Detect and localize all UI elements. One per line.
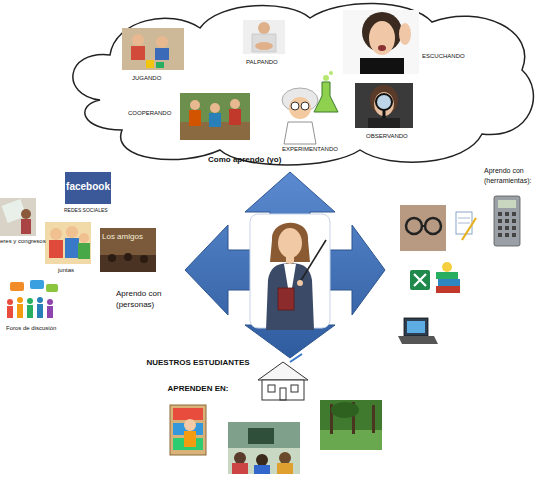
activity-photo: OBSERVANDO bbox=[352, 82, 418, 140]
photo-caption: OBSERVANDO bbox=[366, 132, 418, 140]
activity-photo: EXPERIMENTANDO bbox=[272, 78, 348, 154]
picture-text: Los amigos bbox=[102, 232, 156, 242]
caption-text: juntas bbox=[58, 266, 88, 274]
excel-icon bbox=[410, 270, 430, 290]
school-sketch bbox=[258, 354, 308, 400]
photo-caption: COOPERANDO bbox=[128, 109, 184, 117]
bookshelf-picture bbox=[170, 405, 206, 455]
touching-photo bbox=[243, 20, 285, 54]
teacher-figure bbox=[250, 214, 330, 330]
forum-icon bbox=[7, 280, 58, 318]
group-heading: Aprendo con (herramientas): bbox=[484, 166, 536, 186]
caption-text: REDES SOCIALES bbox=[64, 207, 124, 214]
classroom-photo bbox=[228, 422, 300, 474]
cooperating-photo bbox=[180, 93, 250, 140]
group-heading: NUESTROS ESTUDIANTES APRENDEN EN: bbox=[128, 350, 268, 402]
laptop-icon bbox=[398, 318, 438, 344]
activity-photo: PALPANDO bbox=[240, 18, 290, 68]
photo-caption: PALPANDO bbox=[246, 58, 290, 66]
observing-photo bbox=[355, 83, 413, 128]
glasses-photo bbox=[400, 205, 446, 251]
thought-cloud: Como aprendo (yo) JUGANDO PALPANDO ESCUCHAN… bbox=[60, 0, 540, 172]
forest-photo bbox=[320, 400, 382, 450]
amigos-picture bbox=[100, 228, 156, 272]
caption-text: eres y congresos bbox=[0, 237, 60, 245]
activity-photo: ESCUCHANDO bbox=[342, 8, 478, 76]
caption-text: Foros de discusión bbox=[6, 324, 76, 332]
group-heading: Aprendo con (personas) bbox=[116, 288, 174, 310]
playing-photo bbox=[122, 28, 184, 70]
logo-text: facebook bbox=[65, 181, 111, 193]
photo-caption: ESCUCHANDO bbox=[422, 52, 478, 60]
calculator-icon bbox=[494, 196, 520, 246]
congress-photo bbox=[0, 198, 36, 236]
activity-photo: JUGANDO bbox=[122, 27, 186, 83]
listening-photo bbox=[343, 10, 419, 74]
books-icon bbox=[436, 262, 460, 293]
facebook-logo bbox=[65, 172, 111, 204]
friends-photo bbox=[45, 222, 91, 264]
cloud-heading: Como aprendo (yo) bbox=[208, 155, 298, 165]
photo-caption: JUGANDO bbox=[132, 74, 186, 82]
notepad-icon bbox=[456, 212, 476, 240]
activity-photo: COOPERANDO bbox=[122, 92, 252, 142]
scientist-cartoon bbox=[282, 71, 338, 144]
four-way-arrow bbox=[185, 172, 385, 358]
photo-caption: EXPERIMENTANDO bbox=[282, 145, 348, 153]
